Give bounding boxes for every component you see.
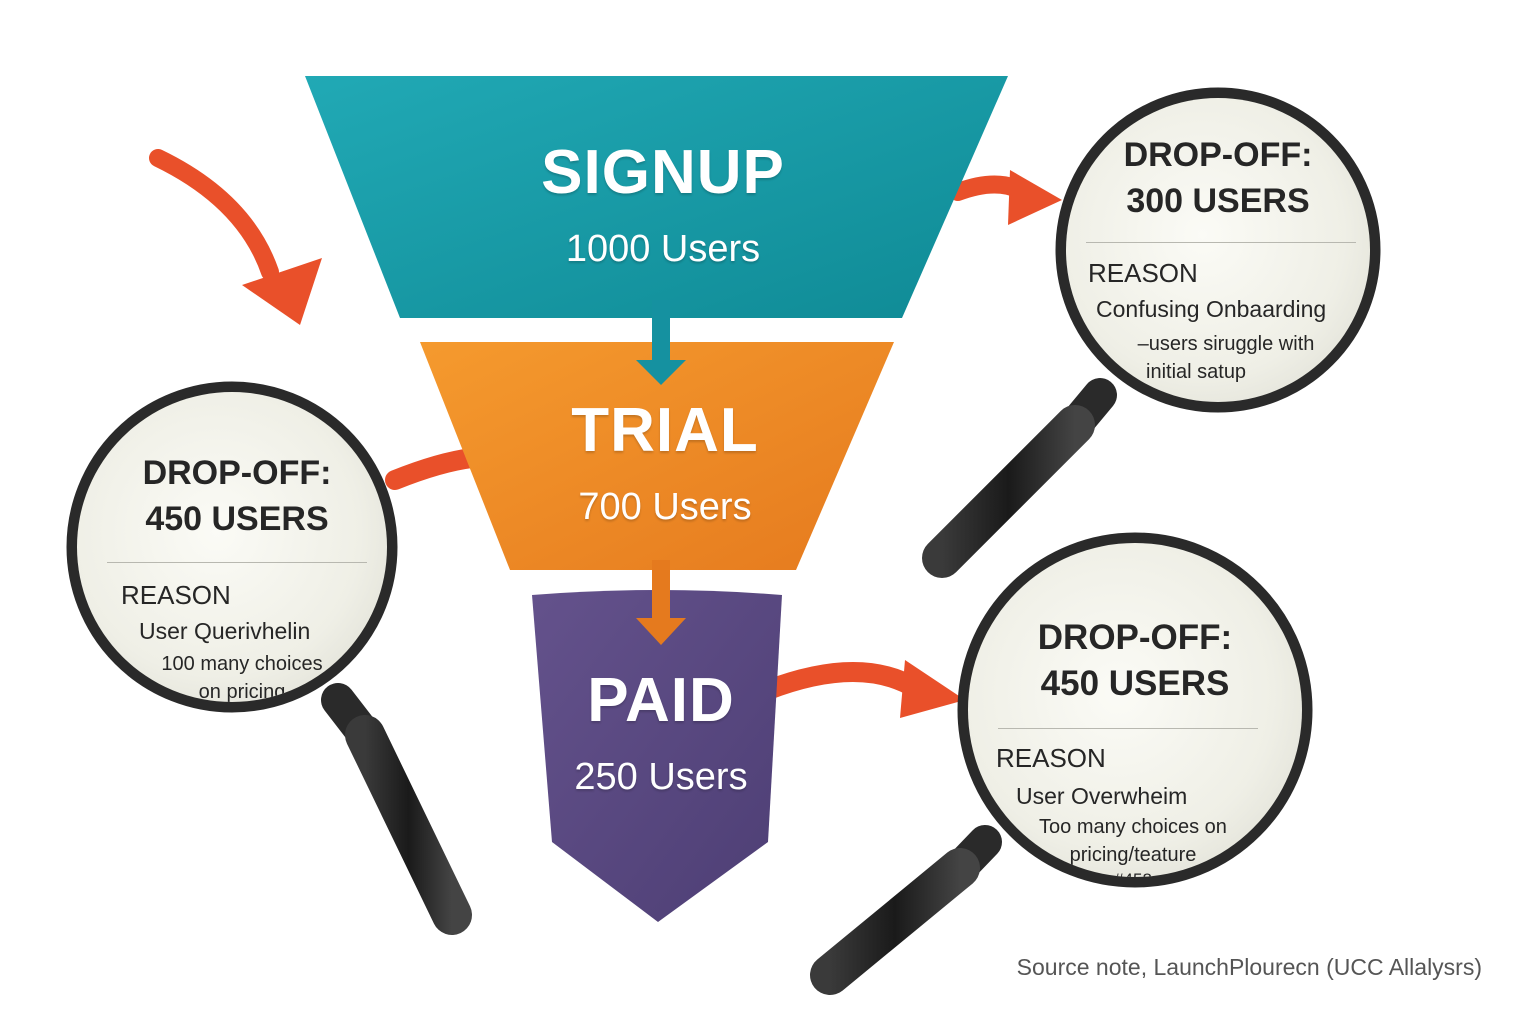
reason-detail-line: #458 xyxy=(1008,869,1258,877)
magnifier-rim-left xyxy=(66,381,398,713)
funnel-stage-signup xyxy=(305,76,1008,318)
magnifier-rim-top-right xyxy=(1055,87,1381,413)
magnifier-handle-left xyxy=(321,683,472,935)
dropoff-heading: DROP-OFF: xyxy=(1037,618,1233,657)
divider xyxy=(107,562,367,563)
dropoff-count: 450 USERS xyxy=(1040,664,1230,703)
stage-count: 700 Users xyxy=(578,486,752,528)
reason-detail-line: Too many choices on xyxy=(1039,816,1227,838)
dropoff-count: 300 USERS xyxy=(1126,182,1310,220)
connector-arrow-trial-paid xyxy=(636,560,686,645)
stage-title: PAID xyxy=(587,666,735,735)
reason-detail-line: pricing/teature xyxy=(1069,844,1197,866)
reason-detail: –users siruggle with initial satup xyxy=(1106,330,1346,386)
arrow-trial-dropoff xyxy=(385,448,482,490)
source-note: Source note, LaunchPlourecn (UCC Allalys… xyxy=(1016,954,1482,980)
stage-count: 250 Users xyxy=(574,756,748,798)
divider xyxy=(1086,242,1356,243)
arrow-paid-dropoff xyxy=(758,660,965,718)
stage-title: TRIAL xyxy=(571,396,759,465)
reason-detail-line: initial satup xyxy=(1146,361,1247,383)
divider xyxy=(998,728,1258,729)
stage-title: SIGNUP xyxy=(541,138,785,207)
stage-count: 1000 Users xyxy=(565,228,761,270)
reason-detail: 100 many choices on pricing xyxy=(137,650,347,702)
reason-detail-line: on pricing xyxy=(198,681,286,702)
dropoff-heading: DROP-OFF: xyxy=(1123,136,1313,174)
reason-detail: Too many choices on pricing/teature #458 xyxy=(1008,813,1258,877)
dropoff-callout-trial: DROP-OFF: 450 USERS REASON User Querivhe… xyxy=(77,392,387,702)
reason-detail-line: –users siruggle with xyxy=(1137,333,1315,355)
dropoff-heading: DROP-OFF: xyxy=(142,454,332,492)
magnifier-handle-top-right xyxy=(922,378,1117,578)
dropoff-count: 450 USERS xyxy=(145,500,329,538)
reason-label: REASON xyxy=(996,743,1106,773)
funnel-stage-trial xyxy=(420,342,894,570)
dropoff-callout-signup: DROP-OFF: 300 USERS REASON Confusing Onb… xyxy=(1066,98,1370,402)
magnifier-rim-bottom-right xyxy=(957,532,1313,888)
arrow-into-funnel xyxy=(149,149,322,325)
reason-summary: User Querivhelin xyxy=(139,618,311,644)
stage-signup-label: SIGNUP 1000 Users xyxy=(483,138,843,270)
reason-label: REASON xyxy=(1088,258,1198,288)
reason-summary: Confusing Onbaarding xyxy=(1096,296,1327,322)
dropoff-callout-paid: DROP-OFF: 450 USERS REASON User Overwhei… xyxy=(968,543,1302,877)
stage-paid-label: PAID 250 Users xyxy=(481,666,841,798)
arrow-signup-dropoff xyxy=(949,170,1062,225)
reason-detail-line: 100 many choices xyxy=(161,653,323,675)
connector-arrow-signup-trial xyxy=(636,300,686,385)
reason-summary: User Overwheim xyxy=(1016,783,1188,809)
funnel-stage-paid xyxy=(532,590,782,922)
magnifier-handle-bottom-right xyxy=(810,825,1002,995)
reason-label: REASON xyxy=(121,580,231,610)
stage-trial-label: TRIAL 700 Users xyxy=(485,396,845,528)
